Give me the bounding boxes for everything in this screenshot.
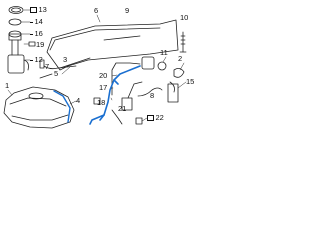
callout-label: 18 [97, 98, 106, 107]
callout-3: 3 [63, 56, 67, 64]
fuel-pump-module-part [7, 30, 29, 74]
callout-label: 14 [34, 17, 43, 26]
callout-label: 20 [99, 71, 108, 80]
callout-14: 14 [30, 18, 43, 26]
leader-lines [7, 9, 187, 122]
callout-15: 15 [186, 78, 194, 86]
fuel-tank-part [3, 86, 75, 129]
callout-19: 19 [36, 41, 44, 49]
callout-label: 8 [150, 91, 155, 100]
callout-label: 15 [186, 77, 195, 86]
heat-shield-part [46, 19, 179, 71]
callout-label: 7 [45, 62, 50, 71]
fitting-part [39, 59, 59, 79]
callout-10: 10 [180, 14, 188, 22]
callout-label: 12 [34, 55, 43, 64]
callout-4: 4 [76, 97, 80, 105]
callout-11: 11 [160, 49, 168, 57]
callout-20: 20 [99, 72, 107, 80]
filler-hose-part [111, 62, 143, 125]
callout-1: 1 [5, 82, 9, 90]
filler-neck-part [89, 65, 141, 125]
callout-16: 16 [30, 30, 43, 38]
callout-label: 21 [118, 104, 127, 113]
callout-9: 9 [125, 7, 129, 15]
tank-strap-part [53, 90, 71, 123]
callout-tick [30, 59, 33, 61]
callout-label: 13 [38, 5, 47, 14]
callout-label: 6 [94, 6, 99, 15]
callout-label: 4 [76, 96, 81, 105]
callout-label: 17 [99, 83, 108, 92]
callout-tick [30, 33, 33, 35]
exploded-parts-drawing [3, 6, 187, 129]
callout-box [147, 115, 154, 121]
callout-18: 18 [97, 99, 105, 107]
callout-21: 21 [118, 105, 126, 113]
callout-13: 13 [30, 6, 47, 14]
ring-clamp-part [8, 6, 24, 14]
gasket-part [8, 18, 22, 26]
callout-label: 2 [178, 54, 183, 63]
callout-label: 5 [54, 69, 59, 78]
callout-box [30, 7, 37, 13]
breather-hose-part [137, 87, 163, 97]
callout-label: 9 [125, 6, 130, 15]
callout-label: 11 [160, 48, 168, 57]
callout-label: 19 [36, 40, 45, 49]
callout-label: 1 [5, 81, 10, 90]
filler-cap-part [141, 56, 185, 103]
bolt-part [179, 31, 187, 53]
hose-clip-part [93, 97, 101, 105]
connector-part [28, 41, 36, 47]
callout-22: 22 [147, 114, 164, 122]
callout-label: 3 [63, 55, 68, 64]
callout-12: 12 [30, 56, 43, 64]
callout-tick [30, 21, 33, 23]
callout-label: 10 [180, 13, 189, 22]
hose-clamp-part [135, 117, 143, 125]
parts-diagram: 13 14 16 19 12 1 6 3 7 5 4 20 17 18 21 [0, 0, 200, 147]
callout-17: 17 [99, 84, 107, 92]
callout-2: 2 [178, 55, 182, 63]
callout-label: 22 [155, 113, 164, 122]
callout-label: 16 [34, 29, 43, 38]
callout-8: 8 [150, 92, 154, 100]
callout-6: 6 [94, 7, 98, 15]
callout-7: 7 [45, 63, 49, 71]
callout-5: 5 [54, 70, 58, 78]
